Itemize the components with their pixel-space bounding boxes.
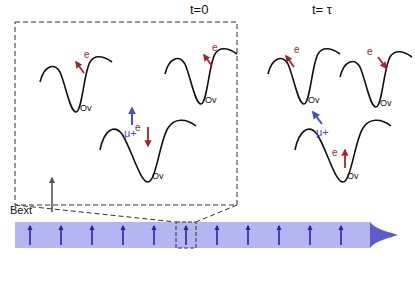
vacancy-label: Ov [347,172,359,181]
electron-label: e [212,43,218,53]
zoom-box [15,22,237,205]
potential-well [295,120,391,182]
electron-spin [76,62,84,73]
vacancy-label: Ov [152,172,164,181]
electron-label: e [135,123,141,133]
electron-spin [378,57,386,68]
electron-label: e [84,50,90,60]
muon-label: μ+ [316,127,329,138]
field-arrow [51,178,53,212]
zoom-line [15,205,176,222]
muon-spins [132,108,322,125]
potential-wells [40,49,412,182]
sample-bar [15,222,370,248]
vacancy-label: Ov [308,96,320,105]
spin-arrows [30,226,341,245]
potential-well [40,57,112,112]
vacancy-label: Ov [80,104,92,113]
electron-spin [147,127,149,146]
electron-spin [286,56,294,67]
time-label: t=0 [190,3,208,16]
zoom-region [176,222,196,248]
electron-spin [344,150,346,168]
muon-label: μ+ [124,128,137,139]
electron-spins [76,55,386,168]
distribution-profile [370,222,398,248]
electron-label: e [294,45,300,55]
vacancy-label: Ov [205,96,217,105]
time-label: t= τ [312,3,332,16]
electron-spin [204,55,212,66]
zoom-line [196,205,237,222]
electron-label: e [332,148,338,158]
potential-well [100,120,196,182]
field-label: Bext [10,205,32,216]
electron-label: e [367,47,373,57]
muon-spin [131,108,133,125]
vacancy-label: Ov [380,99,392,108]
potential-well [165,49,237,104]
muon-spin [313,112,322,124]
potential-well [268,49,340,104]
potential-well [340,52,412,107]
